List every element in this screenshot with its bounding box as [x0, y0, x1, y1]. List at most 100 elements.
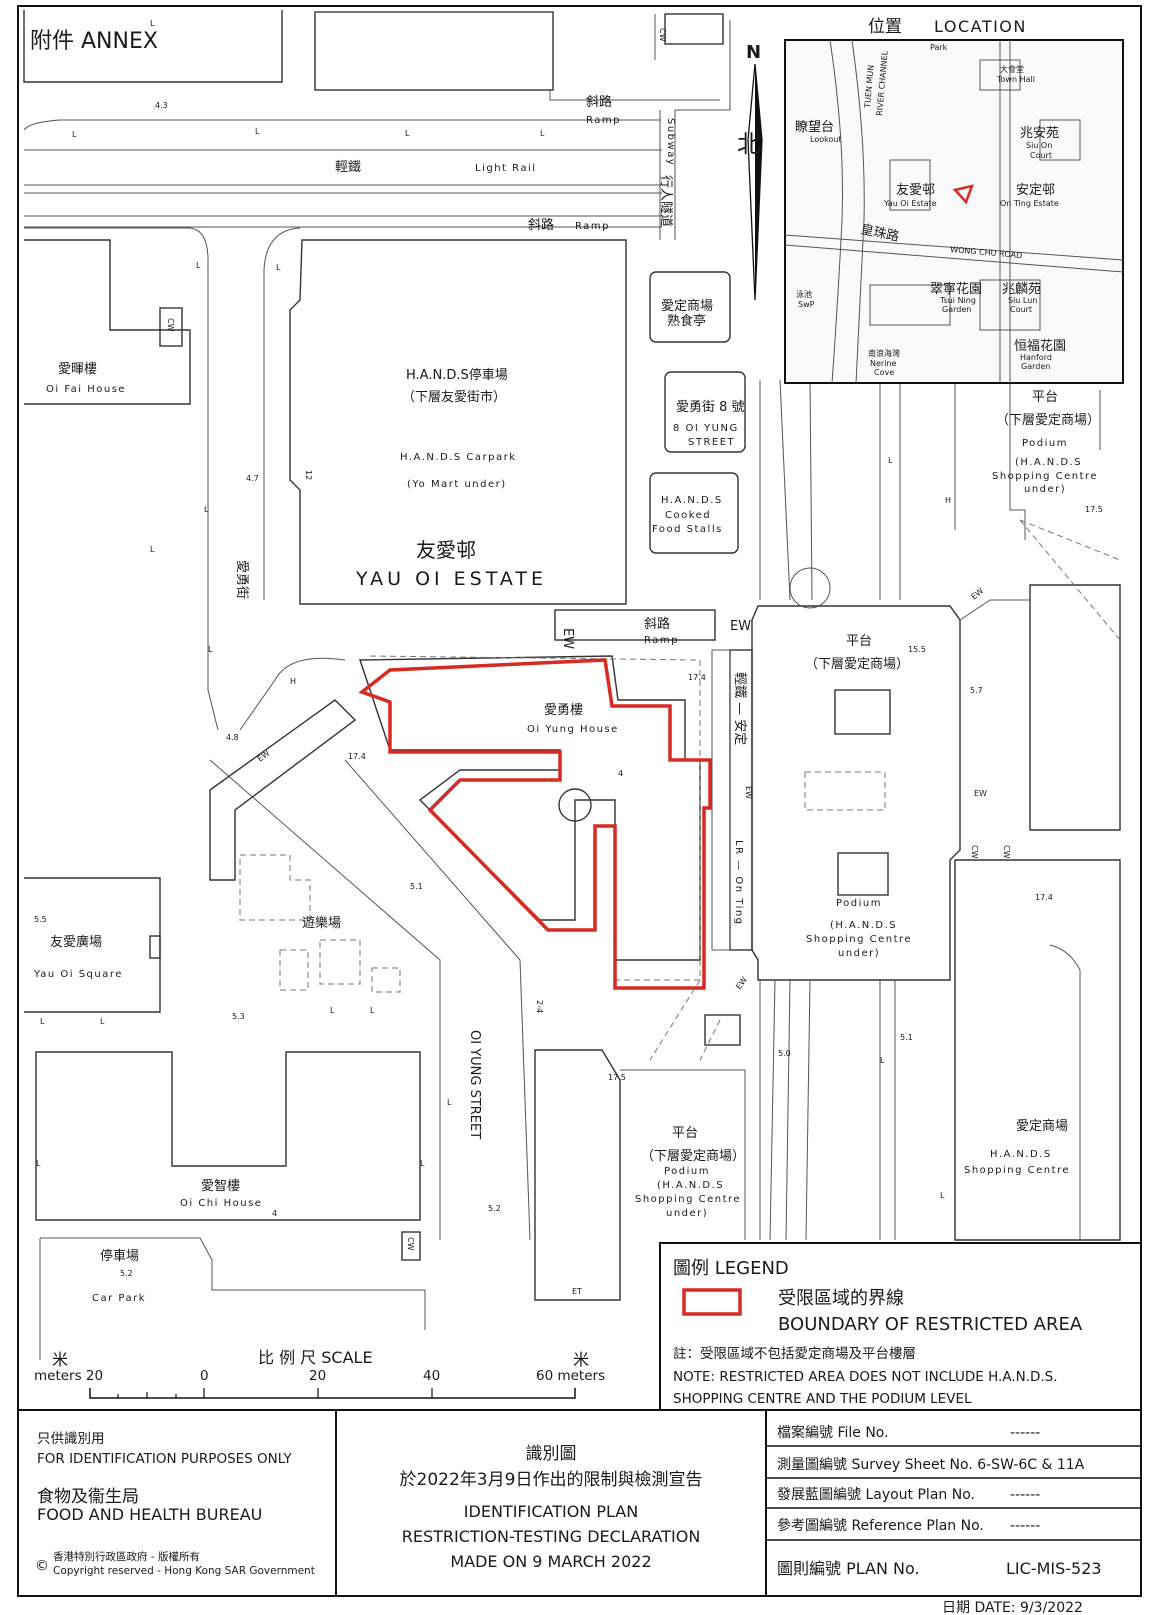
ramp-label-en-top: Ramp	[586, 115, 621, 126]
lr-on-ting-en: LR — On Ting	[733, 840, 744, 926]
lamp-l-6: L	[196, 261, 201, 270]
8-oi-yung-street-en1: 8 OI YUNG	[673, 423, 739, 434]
plan-title-cn1: 識別圖	[526, 1444, 577, 1464]
location-title-cn: 位置	[868, 17, 902, 37]
reference-plan-value: ------	[1010, 1518, 1040, 1534]
square-gate	[149, 935, 161, 959]
level-5-2-b: 5.2	[120, 1269, 133, 1278]
rail-s3	[785, 979, 791, 1241]
inset-siu-lun-en1: Siu Lun	[1008, 296, 1037, 305]
cooked-food-kiosk	[649, 271, 731, 343]
level-17-4-c: 17.4	[1035, 893, 1053, 902]
ew-label-3: EW	[744, 786, 753, 799]
building-top-right	[664, 13, 724, 45]
inset-town-hall-cn: 大會堂	[1000, 64, 1024, 74]
location-inset: 位置 LOCATION Park 大會堂 Town Hall 瞭望台 Looko…	[784, 17, 1124, 384]
play-equipment-2	[319, 939, 361, 985]
scale-unit-left: 米	[52, 1350, 68, 1369]
rail-s4	[805, 979, 811, 1241]
podium-lower-cn2: （下層愛定商場）	[641, 1149, 745, 1164]
dashed-ramp-right	[1019, 519, 1121, 641]
lamp-l-13: L	[940, 1191, 945, 1200]
cw-label-top: CW	[658, 28, 667, 42]
ew-label-6: EW	[256, 748, 272, 763]
level-5-1-a: 5.1	[410, 882, 423, 891]
rail-v7	[1009, 380, 1026, 540]
cw-label-mid2: CW	[1002, 845, 1011, 859]
level-5-3: 5.3	[232, 1012, 245, 1021]
oi-yung-street-en: OI YUNG STREET	[467, 1030, 482, 1139]
inset-road-2	[784, 244, 1124, 273]
oi-yung-house-en: Oi Yung House	[527, 724, 619, 735]
level-17-5-b: 17.5	[608, 1073, 626, 1082]
lamp-h-2: H	[945, 496, 951, 505]
cw-label-bottom: CW	[406, 1237, 415, 1251]
oi-chi-house-storey: 4	[272, 1209, 277, 1218]
podium-ne-en2: (H.A.N.D.S	[1015, 457, 1082, 468]
hands-shopping-centre	[954, 859, 1121, 1241]
scale-right: 60 meters	[536, 1368, 605, 1384]
inset-block-1	[889, 159, 931, 211]
ramp-top	[549, 90, 720, 101]
lamp-l-17: L	[40, 1017, 45, 1026]
lamp-l-8: L	[204, 505, 209, 514]
lamp-l-20: L	[370, 1006, 375, 1015]
plan-no-label: 圖則編號 PLAN No.	[777, 1559, 920, 1578]
legend: 圖例 LEGEND 受限區域的界線 BOUNDARY OF RESTRICTED…	[659, 1242, 1142, 1411]
ramp-band	[554, 609, 716, 641]
location-title-en: LOCATION	[934, 17, 1027, 36]
legend-title: 圖例 LEGEND	[673, 1258, 789, 1279]
lamp-l-11: L	[888, 456, 893, 465]
podium-opening-3	[837, 852, 889, 896]
lamp-l-4: L	[405, 129, 410, 138]
ramp-label-cn-low: 斜路	[644, 616, 670, 632]
podium-ne-en3: Shopping Centre	[992, 471, 1098, 482]
oi-fai-house-cn: 愛暉樓	[58, 362, 97, 377]
scale-left: meters 20	[34, 1368, 103, 1384]
legend-item-en: BOUNDARY OF RESTRICTED AREA	[778, 1314, 1083, 1335]
scale-title: 比 例 尺 SCALE	[258, 1348, 373, 1367]
level-17-4-b: 17.4	[688, 673, 706, 682]
ew-link-right	[959, 599, 1030, 621]
carpark-cn: H.A.N.D.S停車場	[406, 367, 508, 383]
storey-2-4: 2-4	[535, 1000, 544, 1013]
building-far-right	[1029, 584, 1121, 831]
fhb-en: FOOD AND HEALTH BUREAU	[37, 1505, 262, 1524]
map-labels: 附件 ANNEX 斜路 Ramp 輕鐵 Light Rail Subway 行人…	[30, 19, 1103, 1304]
lamp-l-16: L	[447, 1098, 452, 1107]
lamp-l-19: L	[330, 1006, 335, 1015]
level-17-4-a: 17.4	[348, 752, 366, 761]
hands-sc-en1: H.A.N.D.S	[990, 1149, 1052, 1160]
level-5-7: 5.7	[970, 686, 983, 695]
podium-right-cn2: （下層愛定商場）	[805, 657, 909, 672]
sheet-frame	[17, 5, 1142, 1597]
scale-20: 20	[309, 1368, 326, 1384]
hands-sc-inner	[1049, 944, 1081, 1240]
left-road-edge	[24, 227, 219, 731]
podium-right-cn: 平台	[846, 634, 872, 649]
footbridge-ew	[209, 699, 357, 881]
inset-pool-cn: 泳池	[796, 289, 812, 299]
8-oi-yung-street-en2: STREET	[688, 437, 735, 448]
yau-oi-square-cn: 友愛廣場	[50, 934, 102, 950]
inset-tsui-ning-en2: Garden	[942, 305, 971, 314]
podium-right-en: Podium	[836, 898, 882, 909]
cooked-food-kiosk-cn2: 熟食亭	[667, 313, 706, 329]
oi-yung-house-cn: 愛勇樓	[544, 703, 583, 718]
ew-label-5: EW	[970, 586, 986, 601]
inner-road-edge	[263, 227, 301, 600]
inset-yau-oi-en: Yau Oi Estate	[883, 199, 937, 208]
building-top-centre	[314, 11, 554, 91]
level-15-5: 15.5	[908, 645, 926, 654]
copyright-cn: 香港特別行政區政府 - 版權所有	[53, 1550, 200, 1563]
oi-yung-house	[359, 655, 701, 961]
inset-siu-on-cn: 兆安苑	[1020, 126, 1059, 141]
circle-feature	[789, 567, 831, 609]
inset-river-1	[829, 39, 843, 384]
hands-sc-cn: 愛定商場	[1016, 1119, 1068, 1134]
layout-plan-label: 發展藍圖編號 Layout Plan No.	[777, 1487, 975, 1503]
lamp-l-9: L	[150, 545, 155, 554]
podium-lower-block	[534, 1049, 621, 1301]
ramp-label-en-mid: Ramp	[575, 221, 610, 232]
title-block: 只供識別用 FOR IDENTIFICATION PURPOSES ONLY 食…	[35, 1410, 1141, 1596]
